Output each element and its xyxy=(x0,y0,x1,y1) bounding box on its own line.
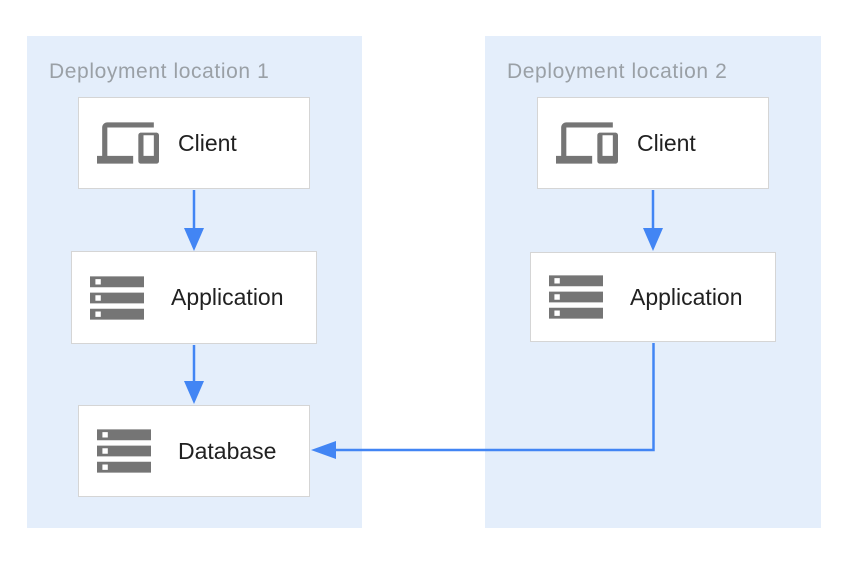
zone-title-deployment-location-1: Deployment location 1 xyxy=(49,60,270,83)
node-label-client-2: Client xyxy=(637,129,696,156)
node-label-database-1: Database xyxy=(178,437,277,464)
node-database-1: Database xyxy=(78,405,310,497)
zone-title-deployment-location-2: Deployment location 2 xyxy=(507,60,728,83)
node-client-2: Client xyxy=(537,97,769,189)
node-application-2: Application xyxy=(530,252,776,342)
node-label-application-2: Application xyxy=(630,283,743,310)
server-stack-icon xyxy=(549,275,611,319)
node-client-1: Client xyxy=(78,97,310,189)
server-stack-icon xyxy=(90,275,152,320)
node-label-client-1: Client xyxy=(178,129,237,156)
node-label-application-1: Application xyxy=(171,284,284,310)
devices-icon xyxy=(556,121,618,165)
server-stack-icon xyxy=(97,429,159,473)
node-application-1: Application xyxy=(71,251,317,344)
devices-icon xyxy=(97,121,159,165)
